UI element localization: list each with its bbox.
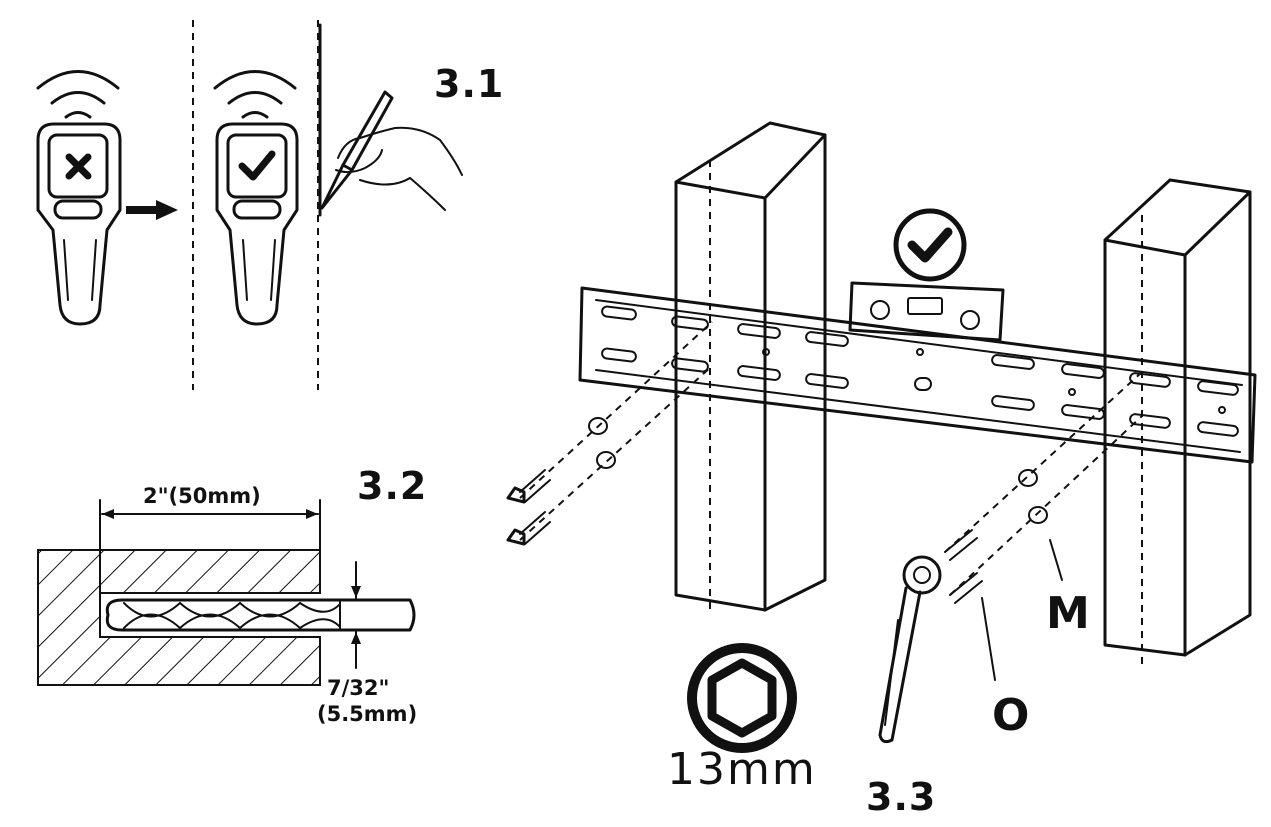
stud-finder-panel xyxy=(36,20,463,390)
stud-finder-button xyxy=(232,199,282,220)
drill-depth-panel xyxy=(37,499,416,686)
step-3-2-label: 3.2 xyxy=(357,464,428,508)
wood-cross-section xyxy=(37,549,321,686)
part-o-label: O xyxy=(992,690,1030,741)
x-mark-icon xyxy=(65,153,92,180)
left-bolts-and-washers xyxy=(506,321,713,546)
mounting-panel xyxy=(506,121,1257,753)
socket-size-label: 13mm xyxy=(667,744,817,795)
level-check-icon xyxy=(893,208,967,282)
right-bolts-and-washers xyxy=(944,371,1143,681)
bit-size-label-line2: (5.5mm) xyxy=(317,702,418,726)
depth-dimension xyxy=(99,499,321,594)
mounting-bracket xyxy=(578,286,1257,464)
wifi-signal-icon xyxy=(213,70,297,119)
wifi-signal-icon xyxy=(36,70,120,119)
step-3-3-label: 3.3 xyxy=(866,775,937,819)
part-m-label: M xyxy=(1046,588,1090,639)
drill-depth-label: 2"(50mm) xyxy=(143,484,261,508)
stud-finder-button xyxy=(53,199,103,220)
pencil-hand-icon xyxy=(320,90,463,211)
bit-size-label-line1: 7/32" xyxy=(327,676,390,700)
bubble-level xyxy=(848,281,1005,342)
bit-diameter-dimension xyxy=(329,561,381,669)
stud-finder-no-stud xyxy=(36,70,122,326)
step-3-1-label: 3.1 xyxy=(434,62,505,106)
ratchet-wrench-icon xyxy=(878,555,942,744)
stud-finder-found xyxy=(213,70,299,326)
arrow-right-icon xyxy=(126,200,178,220)
hex-socket-icon xyxy=(687,643,797,753)
drill-bit xyxy=(105,598,416,632)
check-mark-icon xyxy=(238,150,276,181)
right-wall-stud xyxy=(1103,178,1252,665)
